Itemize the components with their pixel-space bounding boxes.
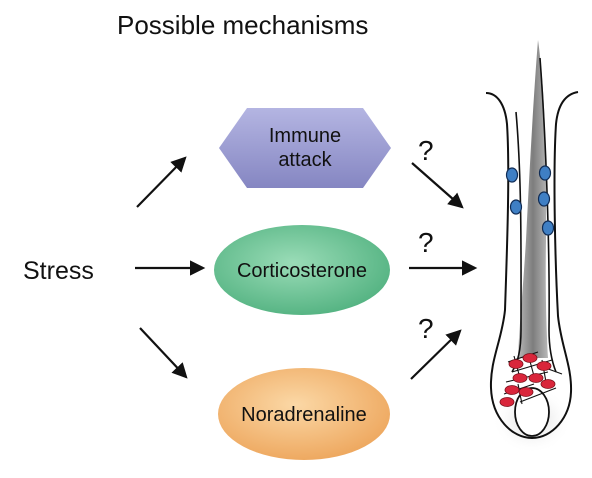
stem-cell	[537, 191, 551, 207]
hair-follicle-icon	[485, 40, 579, 454]
immune-attack-label-line-1: Immune	[269, 125, 341, 147]
arrow-noradrenaline-to-follicle	[410, 329, 462, 380]
corticosterone-ellipse	[214, 225, 390, 315]
melanocyte	[540, 379, 556, 389]
immune-attack-label-line-2: attack	[278, 149, 332, 171]
melanocyte	[504, 385, 520, 395]
melanocyte	[499, 397, 515, 407]
mechanism-noradrenaline: Noradrenaline	[218, 368, 390, 460]
melanocyte	[536, 361, 552, 371]
question-mark-immune: ?	[418, 135, 434, 166]
stem-cell	[538, 165, 552, 181]
noradrenaline-ellipse	[218, 368, 390, 460]
melanocyte	[508, 359, 524, 369]
stress-arrows	[135, 156, 206, 379]
mechanism-immune-attack: Immune attack	[219, 108, 391, 188]
melanocytes	[499, 353, 556, 407]
stem-cells	[505, 165, 555, 236]
melanocyte	[522, 353, 538, 363]
arrow-immune-to-follicle	[411, 162, 464, 209]
immune-attack-hexagon	[219, 108, 391, 188]
melanocyte	[512, 373, 528, 383]
stem-cell	[541, 220, 555, 236]
follicle-inner-sheath-right	[539, 57, 557, 373]
melanocyte	[518, 387, 534, 397]
corticosterone-label: Corticosterone	[237, 260, 367, 282]
follicle-arrows: ? ? ?	[409, 135, 478, 380]
follicle-inner-sheath	[511, 111, 522, 373]
question-mark-corticosterone: ?	[418, 227, 434, 258]
noradrenaline-label: Noradrenaline	[241, 404, 367, 426]
dermal-papilla	[514, 387, 550, 437]
melanocyte	[528, 373, 544, 383]
arrow-stress-to-immune	[136, 156, 187, 208]
stem-cell	[509, 199, 523, 215]
mechanism-corticosterone: Corticosterone	[214, 225, 390, 315]
stem-cell	[505, 167, 519, 183]
stress-label: Stress	[23, 257, 94, 285]
arrow-stress-to-noradrenaline	[139, 327, 188, 379]
diagram-title: Possible mechanisms	[117, 10, 368, 40]
follicle-outline	[485, 91, 579, 440]
hair-shaft	[518, 40, 548, 358]
question-mark-noradrenaline: ?	[418, 313, 434, 344]
